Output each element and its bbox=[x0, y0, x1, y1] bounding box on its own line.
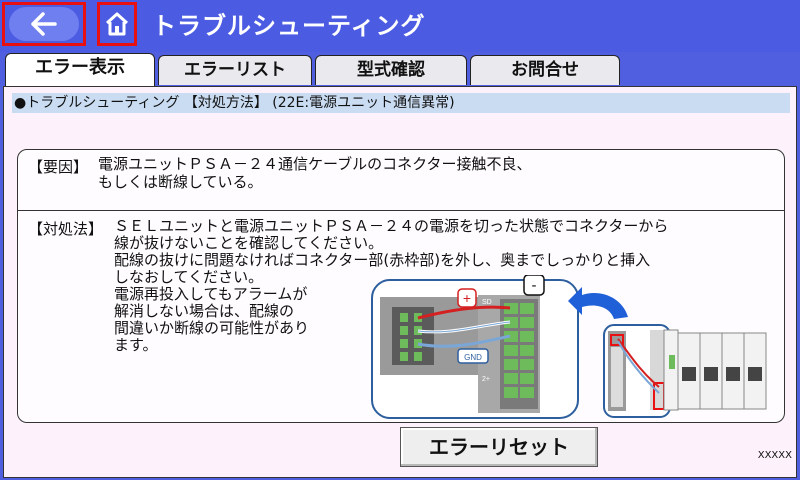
minus-label: - bbox=[532, 277, 537, 294]
cause-label: 【要因】 bbox=[28, 158, 89, 176]
screen-code: XXXXX bbox=[757, 450, 792, 461]
terminal-label-2plus-b: 2+ bbox=[541, 376, 549, 383]
arrow-left-icon bbox=[31, 12, 57, 36]
fix-line-2: 線が抜けないことを確認してください。 bbox=[114, 234, 384, 252]
header-bar: トラブルシューティング bbox=[0, 0, 800, 52]
terminal-label-gnd: GND bbox=[541, 315, 557, 322]
home-icon bbox=[105, 12, 129, 36]
terminal-label-out: OUT bbox=[541, 343, 557, 350]
fix-label: 【対処法】 bbox=[28, 220, 104, 238]
fix-line-1: ＳＥＬユニットと電源ユニットＰＳＡ－２４の電源を切った状態でコネクターから bbox=[114, 217, 669, 235]
home-button[interactable] bbox=[97, 2, 137, 46]
fix-line-8: ます。 bbox=[114, 336, 158, 354]
terminal-label-sd: SD bbox=[482, 299, 492, 306]
tab-contact[interactable]: お問合せ bbox=[470, 55, 620, 85]
tab-error-list[interactable]: エラーリスト bbox=[158, 55, 312, 85]
terminal-label-2plus-a: 2+ bbox=[482, 376, 490, 383]
back-button-pill[interactable] bbox=[9, 7, 79, 41]
fix-line-3: 配線の抜けに問題なければコネクター部(赤枠部)を外し、奥までしっかりと挿入 bbox=[114, 251, 651, 269]
cause-line-1: 電源ユニットＰＳＡ－２４通信ケーブルのコネクター接触不良、 bbox=[98, 155, 532, 173]
wiring-diagram: SD PS24 GND IN OUT 2+ 2+ 2- + - GND bbox=[371, 275, 767, 419]
terminal-label-2minus: 2- bbox=[541, 390, 548, 397]
gnd-label: GND bbox=[464, 353, 482, 362]
terminal-label-ps24: PS24 bbox=[541, 301, 558, 308]
fix-line-4: しなおしてください。 bbox=[114, 268, 264, 286]
error-reset-button[interactable]: エラーリセット bbox=[400, 427, 598, 467]
back-button[interactable] bbox=[2, 2, 86, 46]
fix-line-6: 解消しない場合は、配線の bbox=[114, 302, 295, 320]
terminal-label-in: IN bbox=[541, 329, 548, 336]
page-title: トラブルシューティング bbox=[152, 12, 426, 40]
fix-line-7: 間違いか断線の可能性があり bbox=[114, 319, 310, 337]
content-panel: ●トラブルシューティング 【対処方法】 (22E:電源ユニット通信異常) 【要因… bbox=[3, 86, 797, 478]
tab-model-check[interactable]: 型式確認 bbox=[315, 55, 467, 85]
fix-line-5: 電源再投入してもアラームが bbox=[114, 285, 308, 303]
section-heading: ●トラブルシューティング 【対処方法】 (22E:電源ユニット通信異常) bbox=[12, 93, 790, 113]
cause-box: 【要因】 電源ユニットＰＳＡ－２４通信ケーブルのコネクター接触不良、 もしくは断… bbox=[17, 149, 785, 211]
cause-line-2: もしくは断線している。 bbox=[98, 173, 263, 191]
pointer-arrow bbox=[568, 287, 628, 319]
tab-error-display[interactable]: エラー表示 bbox=[5, 53, 155, 86]
plus-label: + bbox=[463, 290, 471, 306]
